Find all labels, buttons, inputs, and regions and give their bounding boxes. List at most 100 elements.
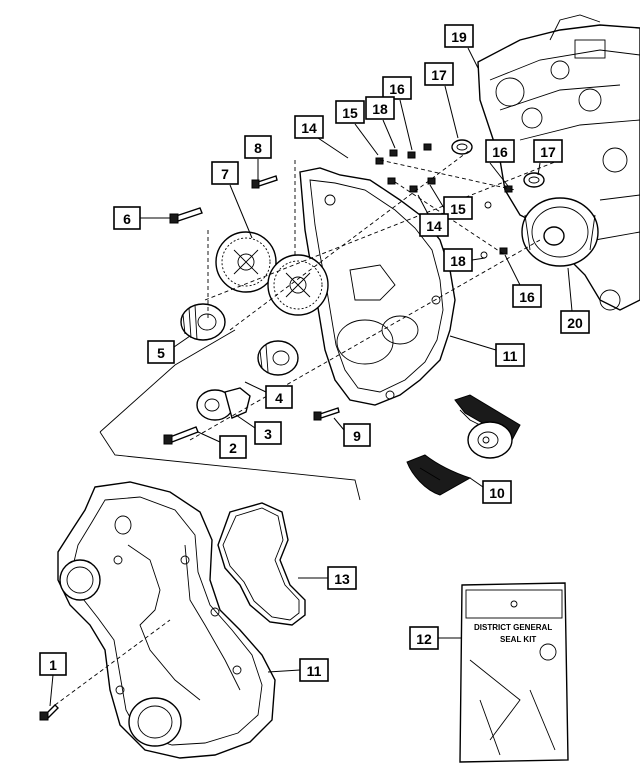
callout-number: 16 [519, 289, 535, 305]
bolt-6 [169, 207, 203, 224]
callout-leader [244, 381, 267, 393]
callout-box [444, 24, 474, 48]
seal-kit-package: DISTRICT GENERAL SEAL KIT [459, 582, 569, 763]
callout-box [443, 196, 473, 220]
callout-number: 2 [229, 440, 237, 456]
callout-leader [467, 47, 479, 69]
callout-leader [267, 669, 301, 673]
callout-leader [444, 85, 459, 139]
callout-leader [317, 137, 349, 159]
callout-c15a: 15 [335, 100, 379, 156]
callout-leader [49, 674, 54, 707]
callout-c16b: 16 [485, 139, 515, 187]
callout-box [244, 135, 272, 159]
callout-number: 14 [426, 218, 442, 234]
callout-box [343, 423, 371, 447]
callout-c14b: 14 [417, 194, 449, 237]
callout-c6: 6 [113, 206, 170, 230]
callout-c19: 19 [444, 24, 479, 69]
callout-number: 8 [254, 140, 262, 156]
callout-leader [399, 99, 413, 151]
callout-c4: 4 [244, 381, 293, 409]
callout-number: 20 [567, 315, 583, 331]
callout-leader [504, 254, 521, 286]
callout-leader [417, 194, 429, 215]
callout-c5: 5 [147, 335, 191, 364]
seal-ring-upper [451, 139, 473, 155]
tensioner-assembly [196, 387, 251, 421]
callout-number: 9 [353, 428, 361, 444]
callout-leader [567, 267, 573, 312]
callout-number: 16 [492, 144, 508, 160]
callout-number: 18 [372, 101, 388, 117]
callout-box [512, 284, 542, 308]
idler-pulley-lower [257, 340, 299, 376]
callout-c8: 8 [244, 135, 272, 180]
callout-leader [429, 184, 445, 209]
front-timing-cover [57, 481, 276, 759]
callout-box [482, 480, 512, 504]
callout-c12: 12 [409, 626, 462, 650]
callout-c10: 10 [469, 477, 512, 504]
callout-leader [333, 417, 345, 431]
callout-box [419, 213, 449, 237]
callout-box [294, 115, 324, 139]
bolt-1 [39, 704, 59, 721]
bolt-2 [163, 426, 199, 445]
callout-leader [235, 414, 256, 429]
callout-c17b: 17 [533, 139, 563, 176]
callout-c1: 1 [39, 652, 67, 707]
callout-number: 3 [264, 426, 272, 442]
callout-number: 19 [451, 29, 467, 45]
callout-leader [471, 257, 486, 261]
callout-c15b: 15 [429, 184, 473, 220]
callout-box [219, 435, 247, 459]
package-brand-text: DISTRICT GENERAL [474, 623, 552, 632]
crankshaft-sprocket [521, 197, 599, 267]
bolt-8 [251, 175, 278, 189]
callout-leader [229, 184, 253, 239]
callout-leader [354, 123, 379, 156]
callout-leader [469, 477, 484, 488]
callout-number: 17 [540, 144, 556, 160]
callout-c17a: 17 [424, 62, 459, 139]
callout-c18b: 18 [443, 248, 486, 272]
callout-box [39, 652, 67, 676]
callout-c11b: 11 [267, 658, 329, 682]
callout-box [365, 96, 395, 120]
callout-box [485, 139, 515, 163]
callout-box [424, 62, 454, 86]
camshaft-gear-left [215, 231, 277, 293]
callout-c16a: 16 [382, 76, 413, 151]
callout-number: 1 [49, 657, 57, 673]
package-sub-text: SEAL KIT [500, 635, 536, 644]
callout-box [335, 100, 365, 124]
callout-box [265, 385, 293, 409]
callout-box [327, 566, 357, 590]
callout-number: 5 [157, 345, 165, 361]
callout-number: 11 [307, 663, 322, 679]
callout-box [299, 658, 329, 682]
callout-c14a: 14 [294, 115, 349, 159]
camshaft-gear-right [267, 254, 329, 316]
callout-leader [173, 335, 191, 348]
callout-box [560, 310, 590, 334]
callout-box [211, 161, 239, 185]
bolt-9 [313, 407, 340, 421]
callout-number: 17 [431, 67, 447, 83]
callout-c2: 2 [197, 431, 247, 459]
callout-number: 12 [416, 631, 432, 647]
callout-box [495, 343, 525, 367]
callout-number: 11 [503, 348, 518, 364]
callout-box [147, 340, 175, 364]
callout-leader [197, 431, 221, 443]
seal-ring-lower [523, 172, 545, 188]
rear-timing-cover [299, 167, 456, 406]
callout-c11a: 11 [449, 335, 525, 367]
callout-leader [537, 162, 541, 176]
callout-box [409, 626, 439, 650]
callout-c9: 9 [333, 417, 371, 447]
callout-number: 16 [389, 81, 405, 97]
callout-c20: 20 [560, 267, 590, 334]
